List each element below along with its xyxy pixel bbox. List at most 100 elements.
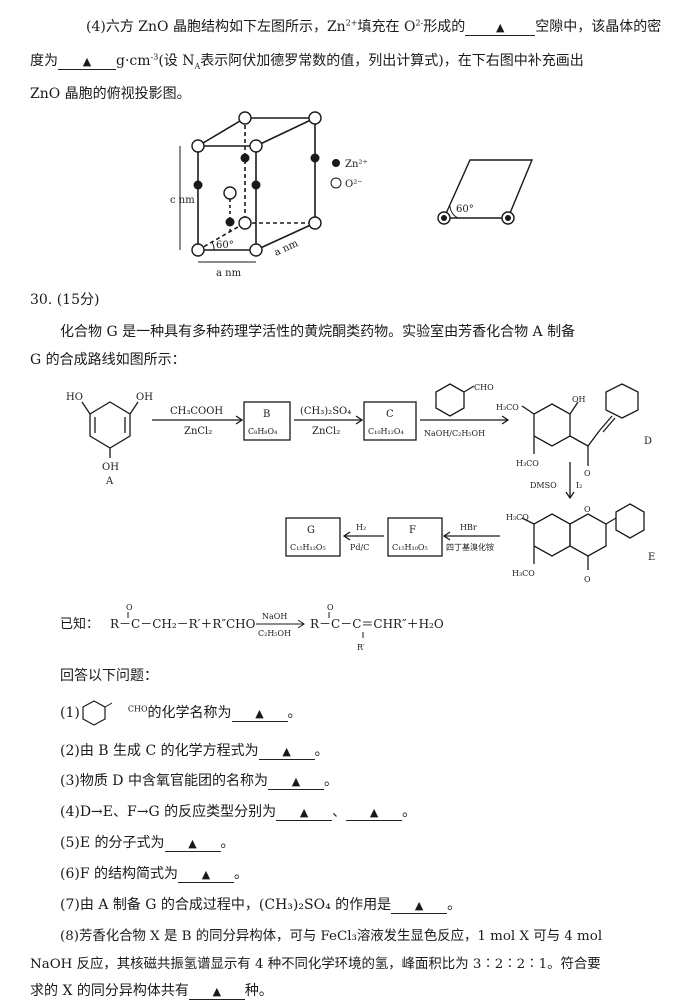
- reagent-6-pdc: Pd/C: [350, 543, 369, 552]
- q30-header: 30. (15分): [30, 292, 100, 308]
- blank-marker: ▲: [299, 806, 309, 819]
- q30-intro-1: 化合物 G 是一种具有多种药理学活性的黄烷酮类药物。实验室由芳香化合物 A 制备: [60, 324, 576, 340]
- e-o-ring: O: [584, 505, 591, 514]
- question-text: (7)由 A 制备 G 的合成过程中，(CH₃)₂SO₄ 的作用是: [60, 897, 392, 913]
- o-atom: [238, 111, 252, 125]
- q4-text: (设 N: [158, 53, 195, 69]
- d-o: O: [584, 469, 591, 478]
- known-left: R－C－CH₂－R′＋R″CHO: [110, 617, 256, 631]
- blank-marker: ▲: [255, 707, 264, 720]
- q4-text: (4)六方 ZnO 晶胞结构如下左图所示，Zn: [86, 19, 346, 35]
- question-text: 种。: [244, 983, 273, 999]
- box-f-name: F: [409, 525, 416, 536]
- known-arrow-top: NaOH: [262, 612, 287, 621]
- answer-blank[interactable]: ▲: [164, 835, 221, 852]
- box-g-name: G: [307, 525, 315, 536]
- zno-unit-cell-figure: 60° c nm a nm a nm Zn²⁺ O²⁻: [170, 111, 368, 279]
- question-text: 。: [402, 804, 417, 820]
- question-8-line-1: (8)芳香化合物 X 是 B 的同分异构体，可与 FeCl₃溶液发生显色反应，1…: [60, 929, 603, 944]
- known-right: R－C－C＝CHR″＋H₂O: [310, 617, 444, 631]
- known-prefix: 已知：: [60, 616, 99, 632]
- answer-blank[interactable]: ▲: [258, 743, 315, 760]
- question-text: (1): [60, 705, 80, 721]
- reagent-3-bottom: NaOH/C₂H₅OH: [424, 429, 485, 438]
- answer-blank[interactable]: ▲: [267, 773, 324, 790]
- zn-atom: [225, 217, 235, 227]
- e-h3co-bottom: H₃CO: [512, 569, 535, 578]
- reagent-5-bottom: 四丁基溴化铵: [446, 542, 494, 552]
- question-text: (3)物质 D 中含氧官能团的名称为: [60, 773, 268, 789]
- answer-intro: 回答以下问题：: [60, 668, 158, 684]
- question-8-line-3: 求的 X 的同分异构体共有 ▲ 种。: [30, 980, 273, 1000]
- a-oh-bottom: OH: [102, 462, 119, 473]
- o-atom: [223, 186, 237, 200]
- q4-text: g·cm: [116, 53, 151, 69]
- o-atom: [191, 243, 205, 257]
- q4-text: 空隙中，该晶体的密: [535, 19, 662, 35]
- compound-d-label: D: [644, 436, 652, 447]
- blank-marker: ▲: [82, 55, 92, 68]
- answer-blank[interactable]: ▲: [58, 53, 116, 70]
- blank-marker: ▲: [291, 775, 301, 788]
- d-oh: OH: [572, 395, 586, 404]
- box-b-formula: C₈H₈O₄: [248, 427, 277, 436]
- d-h3co-bottom: H₃CO: [516, 459, 539, 468]
- o-atom: [191, 139, 205, 153]
- blank-marker: ▲: [188, 837, 197, 850]
- answer-blank[interactable]: ▲: [188, 983, 245, 1000]
- answer-blank[interactable]: ▲: [465, 19, 536, 36]
- o-atom: [308, 216, 322, 230]
- question-7: (7)由 A 制备 G 的合成过程中，(CH₃)₂SO₄ 的作用是▲。: [60, 894, 461, 914]
- question-text: 。: [287, 705, 302, 721]
- q30-intro-2: G 的合成路线如图所示：: [30, 352, 186, 368]
- question-4: (4)D→E、F→G 的反应类型分别为▲、▲。: [60, 801, 416, 821]
- answer-blank[interactable]: ▲: [178, 866, 234, 883]
- q4-text: 表示阿伏加德罗常数的值，列出计算式)，在下右图中补充画出: [200, 53, 584, 69]
- blank-marker: ▲: [369, 806, 379, 819]
- d-h3co-top: H₃CO: [496, 403, 519, 412]
- question-5: (5)E 的分子式为 ▲ 。: [60, 832, 235, 852]
- legend-zn: Zn²⁺: [345, 159, 368, 170]
- compound-a-label: A: [105, 476, 114, 487]
- q4-sup: 2-: [415, 18, 424, 28]
- question-1: (1)CHO的化学名称为▲。: [60, 700, 302, 726]
- box-c-formula: C₁₀H₁₂O₄: [368, 427, 404, 436]
- o-atom: [249, 243, 263, 257]
- legend-o: O²⁻: [345, 179, 363, 190]
- synthesis-scheme: HO OH OH A CH₃COOH ZnCl₂ B C₈H₈O₄ (CH₃)₂…: [66, 383, 655, 584]
- answer-blank[interactable]: ▲: [346, 804, 403, 821]
- answer-blank[interactable]: ▲: [231, 705, 288, 722]
- zn-atom: [310, 153, 320, 163]
- question-text: 。: [234, 866, 248, 882]
- reagent-4-dmso: DMSO: [530, 481, 557, 490]
- q4-line-3: ZnO 晶胞的俯视投影图。: [30, 86, 191, 102]
- reagent-6-h2: H₂: [356, 523, 366, 532]
- e-h3co-top: H₃CO: [506, 513, 529, 522]
- q4-sub: A: [194, 61, 201, 71]
- answer-blank[interactable]: ▲: [276, 804, 333, 821]
- question-text: 。: [323, 773, 338, 789]
- known-reaction: 已知： R－C－CH₂－R′＋R″CHO O NaOH C₂H₅OH R－C－C…: [60, 603, 444, 652]
- benzaldehyde-icon: [82, 700, 113, 726]
- question-text: 、: [332, 804, 347, 820]
- box-f-formula: C₁₅H₁₀O₅: [392, 543, 428, 552]
- box-b-name: B: [263, 409, 270, 420]
- q4-sup: -3: [150, 52, 159, 62]
- q4-line-1: (4)六方 ZnO 晶胞结构如下左图所示，Zn2+填充在 O2-形成的▲空隙中，…: [86, 16, 661, 36]
- top-view-projection-figure: 60°: [437, 159, 534, 225]
- question-text: 。: [447, 897, 462, 913]
- box-c-name: C: [386, 409, 394, 420]
- o-atom: [249, 139, 263, 153]
- q4-text: 形成的: [423, 19, 466, 35]
- zn-atom: [251, 180, 261, 190]
- blank-marker: ▲: [201, 868, 211, 881]
- question-text: (2)由 B 生成 C 的化学方程式为: [60, 743, 259, 759]
- reagent-5-hbr: HBr: [460, 523, 477, 532]
- question-text: 求的 X 的同分异构体共有: [30, 983, 189, 999]
- reagent-3-cho: CHO: [474, 383, 494, 392]
- blank-marker: ▲: [212, 985, 222, 998]
- q4-text: 填充在 O: [357, 19, 416, 35]
- answer-blank[interactable]: ▲: [391, 897, 448, 914]
- question-text: (5)E 的分子式为: [60, 835, 165, 851]
- question-text: 。: [220, 835, 235, 851]
